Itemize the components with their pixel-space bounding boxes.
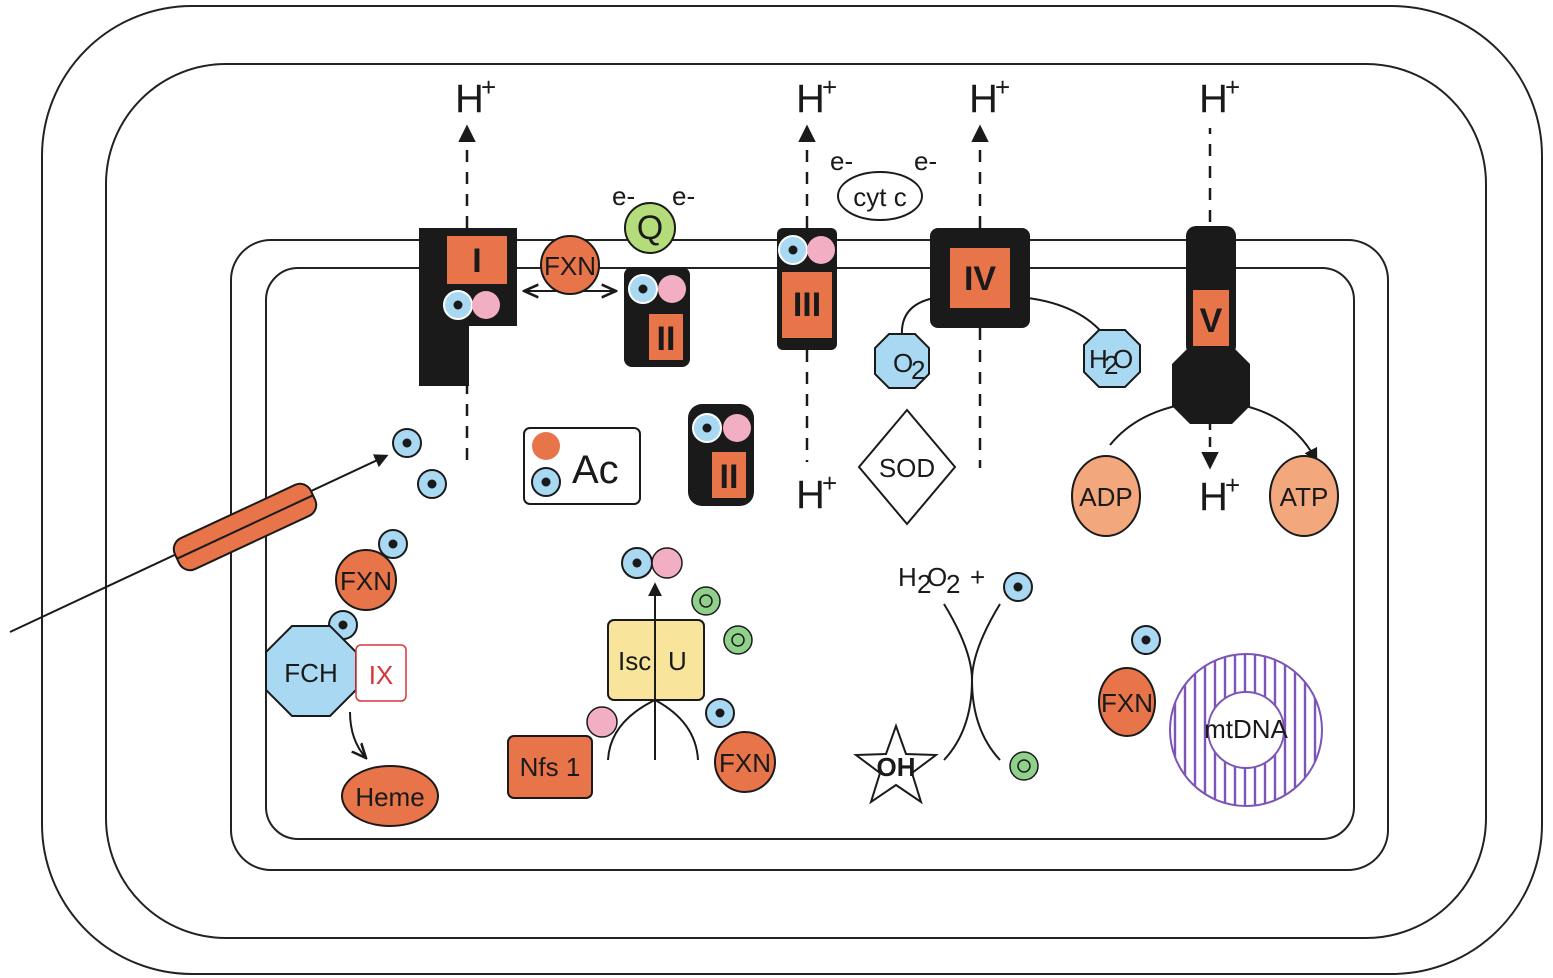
complex-ii-label: II <box>720 458 739 496</box>
heme-pathway: FXN FCH IX Heme <box>266 530 438 826</box>
iron-sulfur-assembly: Isc U Nfs 1 FXN <box>508 548 775 798</box>
proton-charge: + <box>822 72 837 102</box>
water: H 2 O <box>1084 330 1140 387</box>
imported-iron <box>393 429 446 498</box>
proton-top-5: H + <box>1199 72 1240 121</box>
heme-label: Heme <box>355 782 424 812</box>
proton-charge: + <box>1225 470 1240 500</box>
iron-import-channel <box>10 456 386 632</box>
proton-label: H <box>455 77 484 121</box>
o2-subscript: 2 <box>911 355 925 385</box>
proton-label: H <box>796 77 825 121</box>
complex-ii-membrane: II <box>624 267 690 367</box>
ac-label: Ac <box>572 448 619 492</box>
fenton-reaction: H 2 O 2 + OH <box>856 562 1038 802</box>
proton-label: H <box>1199 475 1228 519</box>
fxn-membrane: FXN <box>524 236 616 294</box>
complex-iv-label: IV <box>964 260 996 298</box>
sod-label: SOD <box>879 453 935 483</box>
proton-bottom-5: H + <box>1199 470 1240 519</box>
cytc-label: cyt c <box>853 182 906 212</box>
mtdna: mtDNA <box>1170 654 1322 806</box>
cytochrome-c: cyt c e- e- <box>830 146 937 220</box>
complex-v: V <box>1110 128 1316 466</box>
proton-charge: + <box>481 72 496 102</box>
adp: ADP <box>1072 456 1140 536</box>
complex-i-label: I <box>472 242 481 280</box>
electron-label: e- <box>672 181 695 211</box>
isc-label: Isc <box>618 646 651 676</box>
electron-label: e- <box>914 146 937 176</box>
proton-label: H <box>796 473 825 517</box>
fxn-label: FXN <box>719 748 771 778</box>
proton-charge: + <box>995 72 1010 102</box>
fxn-label: FXN <box>1101 688 1153 718</box>
sod: SOD <box>859 410 955 524</box>
electron-label: e- <box>830 146 853 176</box>
h2o2-o: O <box>927 562 947 592</box>
complex-iii-label: III <box>793 286 821 324</box>
oh-label: OH <box>877 752 916 782</box>
complex-ii-label: II <box>657 320 676 358</box>
fxn-label: FXN <box>340 566 392 596</box>
complex-i: I <box>419 128 517 468</box>
proton-top-1: H + <box>455 72 496 121</box>
atp: ATP <box>1270 456 1338 536</box>
h2o2-h: H <box>898 562 917 592</box>
complex-v-label: V <box>1200 302 1223 340</box>
oxygen: O 2 <box>875 334 929 388</box>
fch-label: FCH <box>284 658 337 688</box>
adp-label: ADP <box>1079 482 1132 512</box>
h2o2-plus: + <box>970 562 985 592</box>
proton-bottom-3: H + <box>796 468 837 517</box>
complex-iii: III <box>777 128 837 462</box>
nfs1-label: Nfs 1 <box>520 752 581 782</box>
matrix-fxn: FXN <box>1099 626 1160 736</box>
proton-top-3: H + <box>796 72 837 121</box>
mtdna-label: mtDNA <box>1204 714 1288 744</box>
u-label: U <box>668 646 687 676</box>
electron-label: e- <box>612 181 635 211</box>
q-label: Q <box>637 209 663 247</box>
fxn-label: FXN <box>544 251 596 281</box>
atp-label: ATP <box>1280 482 1329 512</box>
h2o2-sub2: 2 <box>946 569 960 599</box>
proton-label: H <box>1199 77 1228 121</box>
proton-charge: + <box>1225 72 1240 102</box>
h2o-o: O <box>1113 344 1133 374</box>
aconitase: Ac <box>524 428 640 504</box>
complex-iv: IV <box>902 128 1105 468</box>
ubiquinone: Q e- e- <box>612 181 695 253</box>
complex-ii-matrix: II <box>688 404 754 506</box>
ix-label: IX <box>369 660 394 690</box>
proton-top-4: H + <box>969 72 1010 121</box>
proton-charge: + <box>822 468 837 498</box>
proton-label: H <box>969 77 998 121</box>
